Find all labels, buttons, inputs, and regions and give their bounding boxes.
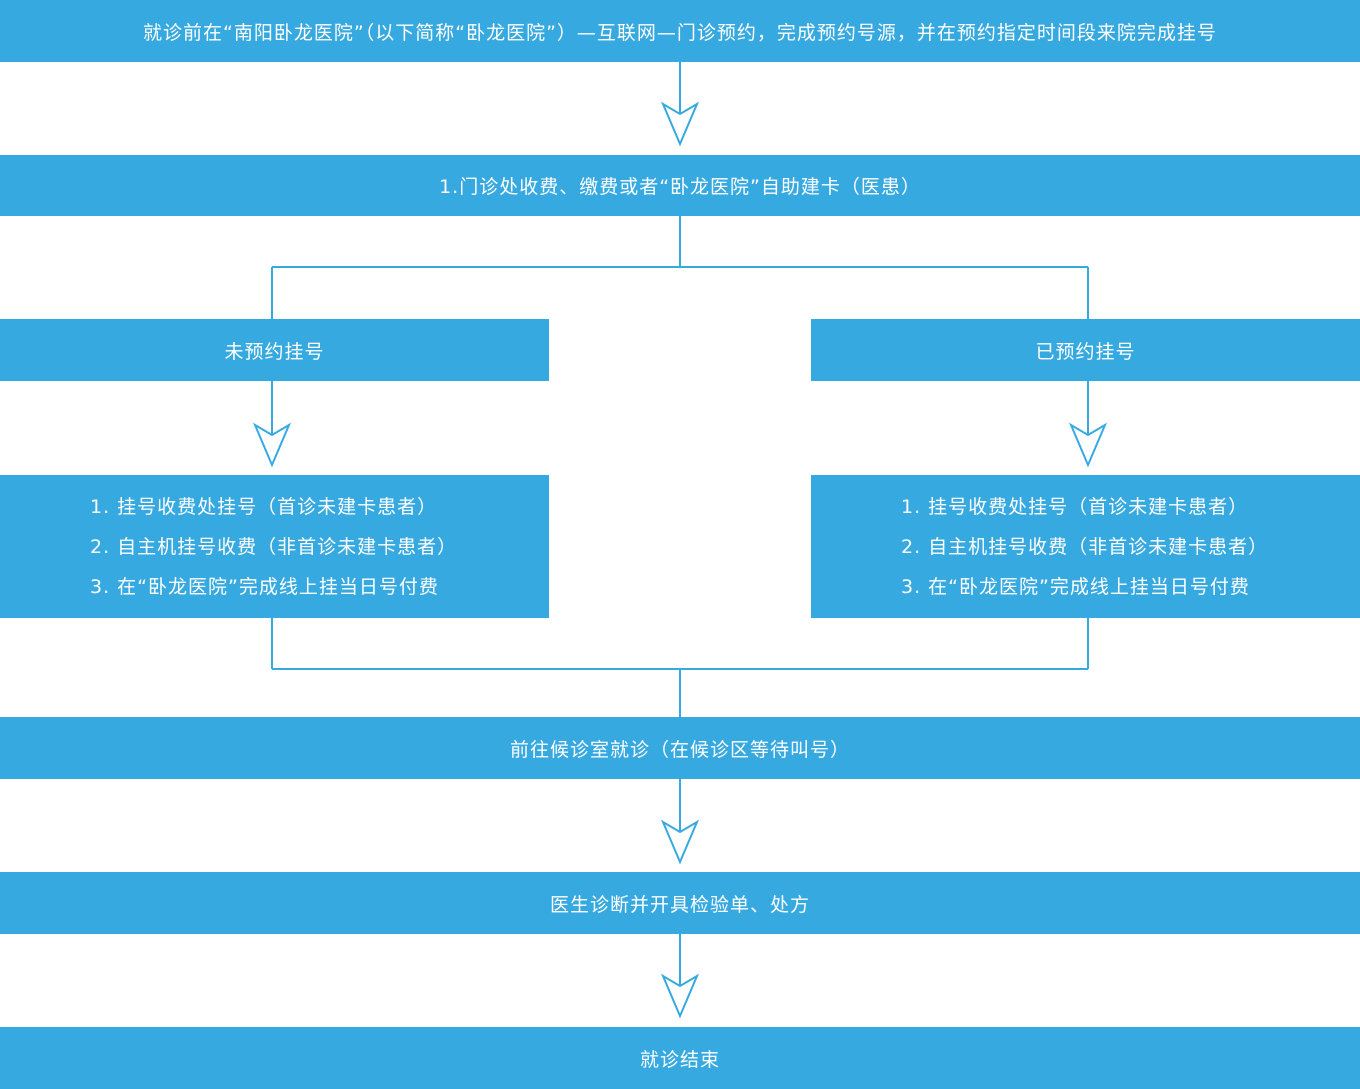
- arrow-down-icon: [1068, 422, 1108, 468]
- step-appointment-label: 就诊前在“南阳卧龙医院”（以下简称“卧龙医院”）—互联网—门诊预约，完成预约号源…: [143, 21, 1217, 44]
- step-card: 1.门诊处收费、缴费或者“卧龙医院”自助建卡（医患）: [0, 155, 1360, 216]
- step-waiting-label: 前往候诊室就诊（在候诊区等待叫号）: [509, 738, 850, 761]
- step-waiting: 前往候诊室就诊（在候诊区等待叫号）: [0, 717, 1360, 779]
- step-diagnosis: 医生诊断并开具检验单、处方: [0, 872, 1360, 934]
- arrow-down-icon: [660, 819, 700, 865]
- step-card-label: 1.门诊处收费、缴费或者“卧龙医院”自助建卡（医患）: [439, 176, 921, 198]
- step-appointment: 就诊前在“南阳卧龙医院”（以下简称“卧龙医院”）—互联网—门诊预约，完成预约号源…: [0, 0, 1360, 62]
- arrow-down-icon: [660, 973, 700, 1019]
- branch-not-reserved-label: 未预约挂号: [224, 340, 325, 363]
- step-diagnosis-label: 医生诊断并开具检验单、处方: [549, 893, 810, 916]
- option-item: 1. 挂号收费处挂号（首诊未建卡患者）: [90, 495, 438, 518]
- option-item: 3. 在“卧龙医院”完成线上挂当日号付费: [90, 575, 439, 598]
- step-end: 就诊结束: [0, 1027, 1360, 1089]
- arrow-down-icon: [660, 101, 700, 147]
- step-end-label: 就诊结束: [639, 1048, 720, 1071]
- option-item: 2. 自主机挂号收费（非首诊未建卡患者）: [901, 535, 1269, 558]
- branch-not-reserved-options: 1. 挂号收费处挂号（首诊未建卡患者） 2. 自主机挂号收费（非首诊未建卡患者）…: [0, 475, 549, 618]
- branch-reserved-title: 已预约挂号: [811, 319, 1360, 381]
- branch-reserved-options: 1. 挂号收费处挂号（首诊未建卡患者） 2. 自主机挂号收费（非首诊未建卡患者）…: [811, 475, 1360, 618]
- arrow-down-icon: [252, 422, 292, 468]
- option-item: 1. 挂号收费处挂号（首诊未建卡患者）: [901, 495, 1249, 518]
- option-item: 2. 自主机挂号收费（非首诊未建卡患者）: [90, 535, 458, 558]
- branch-reserved-label: 已预约挂号: [1035, 340, 1136, 363]
- option-item: 3. 在“卧龙医院”完成线上挂当日号付费: [901, 575, 1250, 598]
- branch-not-reserved-title: 未预约挂号: [0, 319, 549, 381]
